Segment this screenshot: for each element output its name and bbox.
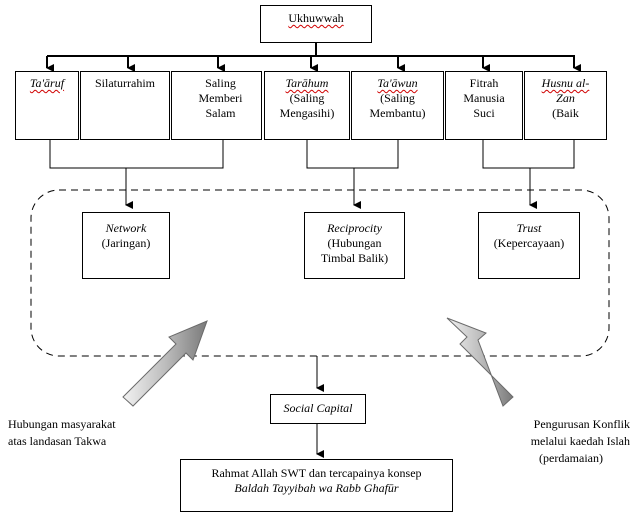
taawun-line-2: (Saling — [380, 91, 415, 105]
box-reciprocity: Reciprocity (Hubungan Timbal Balik) — [304, 212, 405, 279]
left-big-arrow — [122, 320, 208, 407]
right-note-line-1: Pengurusan Konflik — [533, 417, 630, 431]
husnu-line-2: Zan — [556, 91, 575, 105]
box-fitrah-manusia-suci: Fitrah Manusia Suci — [445, 71, 523, 140]
right-note-line-3: (perdamaian) — [539, 451, 603, 465]
box-taaruf: Ta'āruf — [15, 71, 79, 140]
result-box: Rahmat Allah SWT dan tercapainya konsep … — [180, 459, 453, 512]
tarahum-line-2: (Saling — [289, 91, 325, 105]
result-line-2: Baldah Tayyibah wa Rabb Ghafūr — [234, 481, 399, 495]
trust-title: Trust — [516, 221, 542, 235]
taaruf-label: Ta'āruf — [29, 76, 65, 90]
result-line-1: Rahmat Allah SWT dan tercapainya konsep — [211, 466, 422, 480]
box-silaturrahim: Silaturrahim — [80, 71, 170, 140]
right-note: Pengurusan Konflik melalui kaedah Islah … — [498, 416, 630, 467]
trust-subtitle: (Kepercayaan) — [493, 236, 565, 250]
saling-memberi-salam-line-2: Memberi — [198, 91, 243, 105]
network-subtitle: (Jaringan) — [101, 236, 151, 250]
box-husnu-al-zan: Husnu al- Zan (Baik — [524, 71, 607, 140]
taawun-line-1: Ta'āwun — [377, 76, 418, 90]
right-note-line-2: melalui kaedah Islah — [530, 434, 630, 448]
ukhuwwah-box: Ukhuwwah — [260, 5, 372, 43]
taawun-line-3: Membantu) — [369, 106, 426, 120]
fitrah-line-3: Suci — [473, 106, 495, 120]
top-distributor — [46, 42, 581, 72]
fitrah-line-1: Fitrah — [469, 76, 499, 90]
social-capital-box: Social Capital — [270, 394, 366, 424]
silaturrahim-label: Silaturrahim — [95, 76, 155, 90]
right-big-arrow — [446, 317, 514, 407]
box-saling-memberi-salam: Saling Memberi Salam — [171, 71, 262, 140]
tarahum-line-1: Tarāhum — [285, 76, 329, 90]
reciprocity-line-3: Timbal Balik) — [320, 251, 389, 265]
box-tarahum: Tarāhum (Saling Mengasihi) — [264, 71, 350, 140]
fitrah-line-2: Manusia — [463, 91, 505, 105]
ukhuwwah-title: Ukhuwwah — [288, 11, 344, 25]
reciprocity-line-2: (Hubungan — [327, 236, 382, 250]
group-connectors — [49, 140, 575, 209]
husnu-line-3: (Baik — [552, 106, 579, 120]
husnu-line-1: Husnu al- — [541, 76, 590, 90]
left-note-line-1: Hubungan masyarakat — [8, 417, 116, 431]
left-note: Hubungan masyarakat atas landasan Takwa — [8, 416, 178, 450]
social-capital-label: Social Capital — [283, 401, 353, 415]
box-taawun: Ta'āwun (Saling Membantu) — [351, 71, 444, 140]
tarahum-line-3: Mengasihi) — [279, 106, 335, 120]
reciprocity-title: Reciprocity — [327, 221, 382, 235]
saling-memberi-salam-line-1: Saling — [205, 76, 236, 90]
network-title: Network — [105, 221, 147, 235]
left-note-line-2: atas landasan Takwa — [8, 434, 107, 448]
box-network: Network (Jaringan) — [82, 212, 170, 279]
box-trust: Trust (Kepercayaan) — [478, 212, 580, 279]
saling-memberi-salam-line-3: Salam — [205, 106, 236, 120]
